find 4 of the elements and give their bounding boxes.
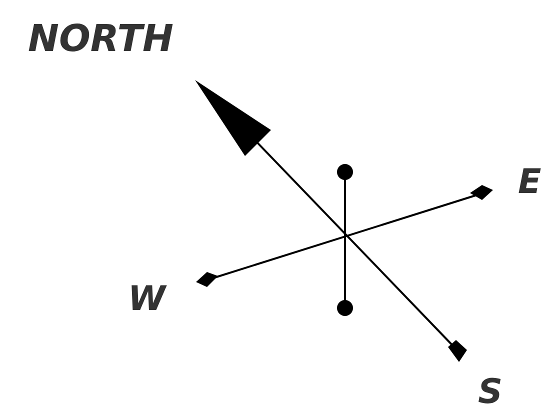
direction-label: E (518, 165, 542, 199)
direction-label: W (128, 282, 166, 316)
direction-label: NORTH (28, 20, 174, 57)
direction-label: S (478, 375, 502, 409)
